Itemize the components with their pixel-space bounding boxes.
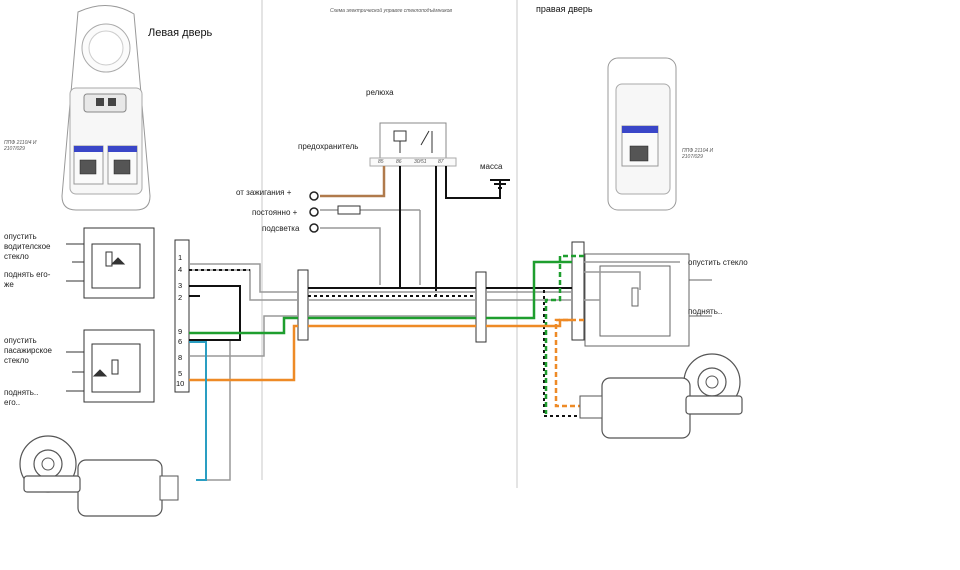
passenger-down-label: опустить пасажирское стекло (4, 336, 52, 365)
relay-pin: 30/51 (414, 159, 427, 165)
window-switch-icon (113, 159, 131, 175)
relay-pin: 86 (396, 159, 402, 165)
relay (369, 122, 457, 167)
brown-wire (320, 166, 386, 198)
orange-wire (189, 318, 572, 382)
ground-symbol (490, 179, 510, 189)
driver-down-label: опустить водителское стекло (4, 232, 51, 261)
right-up-label: поднять.. (688, 307, 723, 316)
ignition-terminal (309, 191, 319, 201)
pin-number: 4 (178, 265, 183, 274)
pin-number: 1 (178, 253, 183, 262)
left-door-title: Левая дверь (148, 27, 213, 39)
relay-pin: 85 (378, 159, 384, 165)
right-down-label: опустить стекло (688, 258, 748, 267)
blue-wire (189, 341, 207, 481)
right-door-title: правая дверь (536, 4, 593, 14)
right-part-label: ППФ 21104 И 2107/029 (682, 148, 714, 160)
ground-label: масса (480, 162, 503, 171)
left-door-switch-panel (61, 5, 151, 211)
harness-connector-right (475, 271, 487, 343)
pin-number: 2 (178, 293, 183, 302)
right-motor (579, 353, 743, 439)
fuse (337, 205, 361, 215)
pin-number: 8 (178, 353, 183, 362)
relay-label: релюха (366, 88, 394, 97)
driver-up-label: поднять его- же (4, 270, 51, 289)
window-switch-icon (629, 145, 649, 162)
passenger-up-label: поднять.. его.. (4, 388, 39, 407)
pin-number: 6 (178, 337, 183, 346)
green-wire (189, 260, 572, 335)
backlight-terminal (309, 223, 319, 233)
right-switch-blue-strip (622, 126, 658, 133)
pin-number: 10 (176, 379, 185, 388)
backlight-label: подсветка (262, 224, 300, 233)
constant-label: постоянно + (252, 208, 298, 217)
pin-number: 3 (178, 281, 183, 290)
left-switch-blue-strip-2 (108, 146, 137, 152)
left-connector-block (174, 239, 190, 393)
relay-pin: 87 (438, 159, 444, 165)
ignition-label: от зажигания + (236, 188, 292, 197)
wire-bundle (189, 166, 680, 481)
pin-number: 5 (178, 369, 183, 378)
pin-number: 9 (178, 327, 183, 336)
harness-connector-left (297, 269, 309, 341)
right-connector-block (571, 241, 585, 341)
scheme-title: Схема электрической управле стеклоподъём… (329, 8, 453, 14)
constant-terminal (309, 207, 319, 217)
left-switch-schematics (66, 227, 155, 403)
left-motor (19, 435, 179, 517)
left-part-label: ППФ 2110/4 И 2107/029 (4, 140, 37, 152)
right-door-switch-panel (607, 57, 677, 211)
left-switch-blue-strip-1 (74, 146, 103, 152)
fuse-label: предохранитель (298, 142, 359, 151)
window-switch-icon (79, 159, 97, 175)
